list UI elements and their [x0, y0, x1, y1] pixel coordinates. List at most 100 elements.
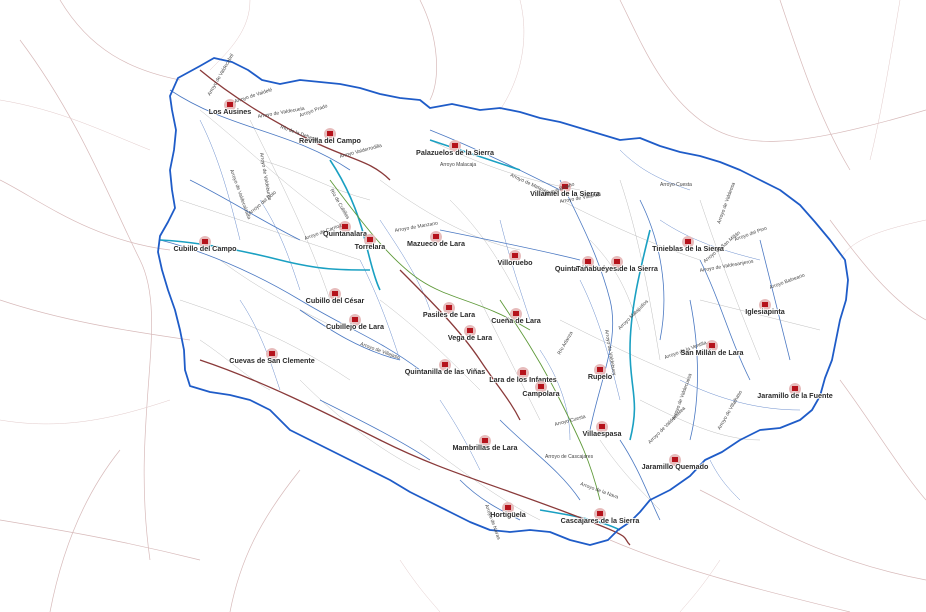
town-cue-a-de-lara: Cueña de Lara [490, 308, 543, 326]
settlement-marker [513, 311, 519, 316]
settlement-marker [482, 438, 488, 443]
settlement-marker [597, 367, 603, 372]
town-mazueco-de-lara: Mazueco de Lara [406, 231, 467, 249]
settlement-marker [227, 102, 233, 107]
settlement-marker [367, 237, 373, 242]
settlement-marker [446, 305, 452, 310]
settlement-marker [709, 343, 715, 348]
settlement-marker [352, 317, 358, 322]
town-villoruebo: Villoruebo [497, 250, 534, 268]
municipal-boundary [157, 57, 849, 546]
settlement-marker [597, 511, 603, 516]
settlement-marker [433, 234, 439, 239]
town-label: Jaramillo de la Fuente [757, 391, 833, 400]
town-lara-de-los-infantes: Lara de los Infantes [488, 367, 558, 385]
settlement-marker [520, 370, 526, 375]
settlement-marker [269, 351, 275, 356]
town-label: Cueña de Lara [491, 316, 542, 325]
settlement-marker [452, 143, 458, 148]
town-campolara: Campolara [522, 381, 561, 399]
settlement-marker [614, 259, 620, 264]
town-label: Iglesiapinta [745, 307, 786, 316]
town-label: Villamiel de la Sierra [530, 189, 601, 198]
town-label: San Millán de Lara [680, 348, 744, 357]
town-los-ausines: Los Ausines [208, 99, 252, 117]
town-label: Cuevas de San Clemente [229, 356, 315, 365]
town-ta-abueyes-de-la-sierra: Tañabueyes de la Sierra [575, 256, 660, 274]
town-rupelo: Rupelo [587, 364, 614, 382]
town-label: Revilla del Campo [299, 136, 362, 145]
town-cascajares-de-la-sierra: Cascajares de la Sierra [560, 508, 641, 526]
settlement-marker [685, 239, 691, 244]
settlement-marker [672, 457, 678, 462]
town-quintanalara: Quintanalara [322, 221, 369, 239]
town-label: Rupelo [588, 372, 613, 381]
town-quintanilla-de-las-vi-as: Quintanilla de las Viñas [404, 359, 486, 377]
town-torrelara: Torrelara [354, 234, 387, 252]
settlement-marker [442, 362, 448, 367]
town-iglesiapinta: Iglesiapinta [744, 299, 787, 317]
town-label: Mazueco de Lara [407, 239, 466, 248]
town-label: Lara de los Infantes [489, 375, 557, 384]
town-label: Cubillo del César [306, 296, 365, 305]
town-label: Mambrillas de Lara [452, 443, 518, 452]
town-label: Palazuelos de la Sierra [416, 148, 495, 157]
town-label: Hortigüela [490, 510, 527, 519]
town-label: Los Ausines [209, 107, 251, 116]
town-label: Villoruebo [497, 258, 533, 267]
town-label: Jaramillo Quemado [642, 462, 709, 471]
town-villaespasa: Villaespasa [582, 421, 623, 439]
settlement-marker [585, 259, 591, 264]
settlement-marker [512, 253, 518, 258]
town-jaramillo-quemado: Jaramillo Quemado [641, 454, 710, 472]
stream-label: Arroyo Malacaja [440, 162, 476, 168]
town-cubillo-del-c-sar: Cubillo del César [305, 288, 365, 306]
settlement-marker [538, 384, 544, 389]
town-mambrillas-de-lara: Mambrillas de Lara [452, 435, 519, 453]
town-hortig-ela: Hortigüela [489, 502, 528, 520]
town-jaramillo-de-la-fuente: Jaramillo de la Fuente [756, 383, 834, 401]
town-vega-de-lara: Vega de Lara [447, 325, 494, 343]
town-palazuelos-de-la-sierra: Palazuelos de la Sierra [415, 140, 496, 158]
town-cuevas-de-san-clemente: Cuevas de San Clemente [228, 348, 316, 366]
town-revilla-del-campo: Revilla del Campo [298, 128, 362, 146]
settlement-marker [792, 386, 798, 391]
town-label: Villaespasa [582, 429, 622, 438]
town-label: Quintanilla Cabrera [555, 264, 622, 273]
town-tinieblas-de-la-sierra: Tinieblas de la Sierra [651, 236, 726, 254]
settlement-marker [762, 302, 768, 307]
town-label: Quintanalara [323, 229, 368, 238]
town-villamiel-de-la-sierra: Villamiel de la Sierra [529, 181, 602, 199]
settlement-marker [342, 224, 348, 229]
town-label: Torrelara [355, 242, 387, 251]
town-quintanilla-cabrera: Quintanilla Cabrera [554, 256, 623, 274]
town-cubillejo-de-lara: Cubillejo de Lara [325, 314, 386, 332]
town-label: Tinieblas de la Sierra [652, 244, 725, 253]
town-label: Quintanilla de las Viñas [405, 367, 486, 376]
settlement-marker [562, 184, 568, 189]
town-san-mill-n-de-lara: San Millán de Lara [680, 340, 745, 358]
town-label: Vega de Lara [448, 333, 493, 342]
settlement-marker [327, 131, 333, 136]
stream-network [159, 89, 801, 521]
settlement-marker [332, 291, 338, 296]
track-network [179, 109, 821, 521]
town-pasiles-de-lara: Pasiles de Lara [422, 302, 477, 320]
town-label: Pasiles de Lara [423, 310, 476, 319]
town-label: Cubillejo de Lara [326, 322, 385, 331]
stream-label: Arroyo de Cascajares [545, 454, 594, 460]
settlement-marker [599, 424, 605, 429]
town-label: Campolara [522, 389, 560, 398]
town-label: Cubillo del Campo [173, 244, 237, 253]
settlement-marker [202, 239, 208, 244]
settlement-marker [505, 505, 511, 510]
town-label: Tañabueyes de la Sierra [576, 264, 659, 273]
town-cubillo-del-campo: Cubillo del Campo [173, 236, 238, 254]
settlement-marker [467, 328, 473, 333]
stream-label: Arroyo Cuesta [660, 182, 692, 188]
town-label: Cascajares de la Sierra [561, 516, 641, 525]
